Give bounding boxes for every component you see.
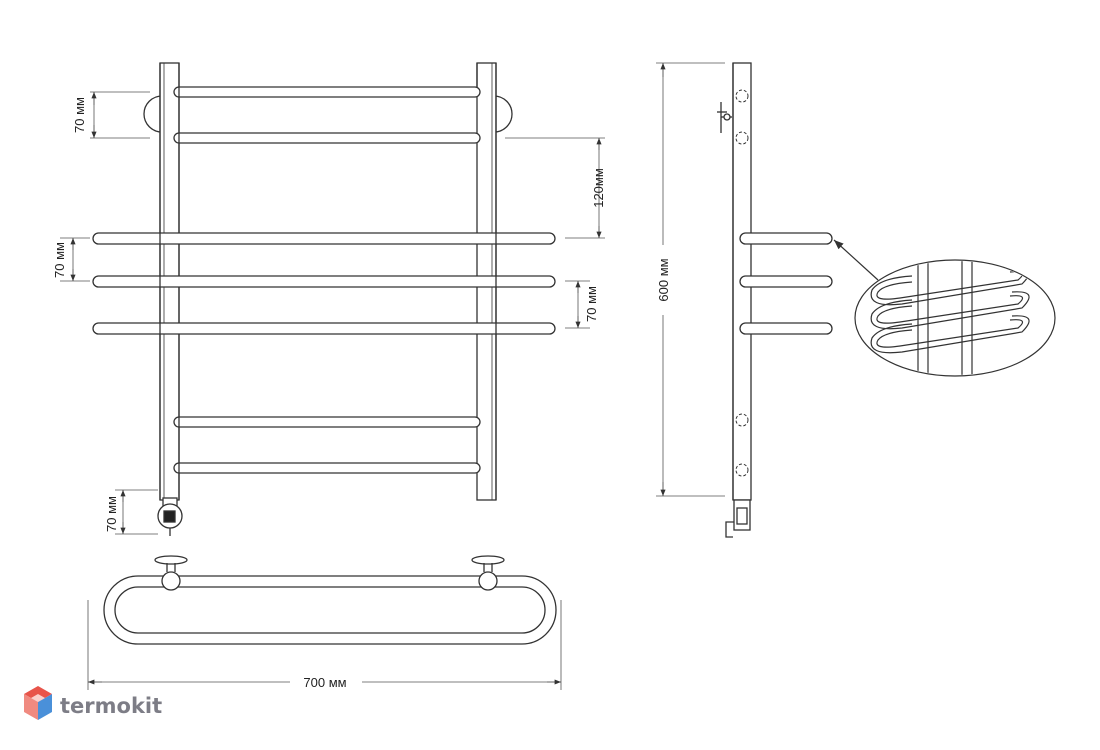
side-heater [725, 499, 751, 538]
detail-ellipse [854, 259, 1056, 377]
termokit-logo: termokit [24, 686, 162, 720]
width-label: 700 мм [303, 675, 346, 690]
top-view [103, 555, 557, 645]
front-view [92, 62, 556, 536]
side-view [717, 62, 833, 538]
shelf-gap-left-label: 70 мм [52, 242, 67, 278]
side-shelf-rails [739, 232, 833, 335]
wall-bracket-left [154, 555, 188, 591]
top-gap-label: 70 мм [72, 97, 87, 133]
heater-element [157, 497, 183, 536]
height-label: 600 мм [656, 258, 671, 301]
shelf-offset-label: 120мм [591, 168, 606, 208]
wall-bracket-right [471, 555, 505, 591]
side-wall-bracket [717, 102, 732, 133]
width-dimension [87, 600, 562, 690]
detail-callout [833, 239, 1056, 377]
wall-mount-circles [143, 95, 513, 133]
bottom-gap-label: 70 мм [104, 496, 119, 532]
inner-rails [173, 86, 481, 474]
shelf-gap-right-label: 70 мм [584, 286, 599, 322]
side-mount-points [735, 89, 749, 477]
front-dimensions [60, 91, 605, 535]
top-view-outer-loop [103, 575, 557, 645]
front-dimension-labels: 70 мм 120мм 70 мм 70 мм 70 мм [52, 97, 606, 532]
callout-leader [833, 239, 879, 281]
top-view-inner-loop [114, 586, 546, 634]
cube-icon [24, 686, 52, 720]
shelf-rails [92, 232, 556, 335]
detail-zoom [870, 261, 1030, 375]
brand-name: termokit [60, 694, 162, 718]
height-dimension [656, 62, 725, 497]
